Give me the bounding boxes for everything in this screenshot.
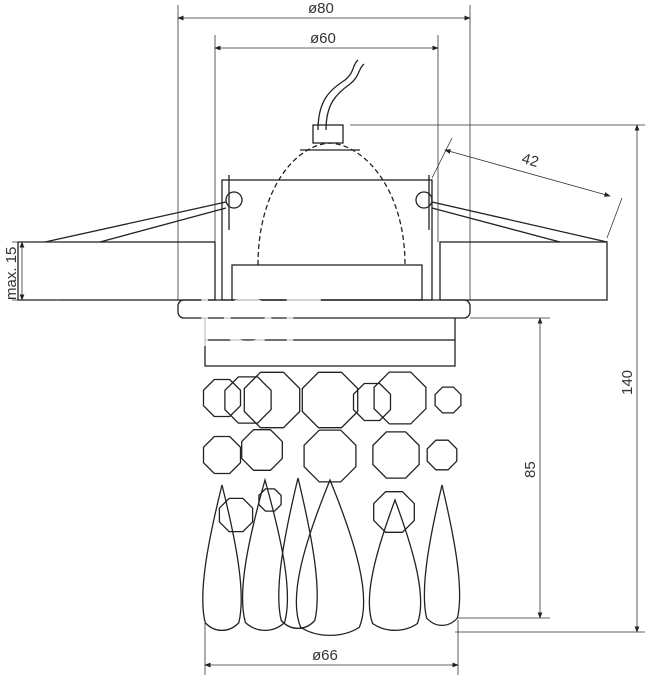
dim-total-height: 140 [619,370,636,395]
crystal-octagon [218,497,254,533]
crystal-octagon [243,371,301,429]
watermark-logo: IQF [195,283,330,361]
crystal-octagon [372,431,420,479]
ceiling-section [17,241,608,301]
crystal-octagon [202,435,242,475]
crystal-mesh-band [204,339,456,367]
dim-outer-diameter: ø80 [308,0,334,17]
dim-inner-diameter: ø60 [310,30,336,47]
crystal-octagon [301,371,359,429]
crystal-drop [295,478,365,636]
crystal-octagon [202,378,242,418]
crystal-drop [423,484,461,626]
dim-ceiling-thickness: max. 15 [3,247,20,300]
dim-crystal-diameter: ø66 [312,647,338,664]
spring-clips [44,175,608,243]
lamp-dome [257,142,406,266]
crystal-octagon [303,429,357,483]
dim-spring-length: 42 [520,150,541,171]
crystal-drop [278,477,318,630]
crystal-octagon [258,488,282,512]
crystal-octagon [434,386,462,414]
crystal-octagon [373,491,415,533]
cable [317,59,359,131]
crystal-drop [202,484,242,632]
crystal-octagon [352,382,392,422]
crystal-pendants [202,371,462,636]
crystal-octagon [224,376,272,424]
crystal-drop [368,498,422,631]
crystal-octagon [241,429,283,471]
housing [177,179,471,340]
crystal-octagon [426,439,458,471]
dimension-lines [12,5,645,675]
crystal-octagon [373,371,427,425]
dim-visible-height: 85 [522,461,539,478]
